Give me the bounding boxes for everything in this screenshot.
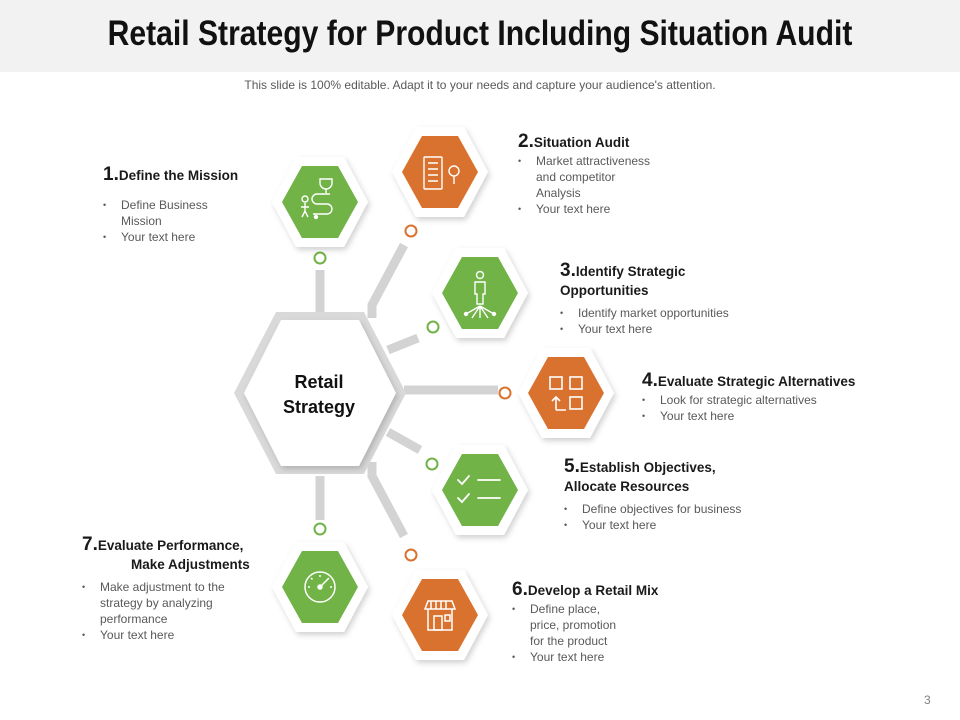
step6-number: 6. (512, 579, 528, 600)
connector-dots (313, 224, 512, 562)
connector-dot (498, 386, 512, 400)
connector-dot (313, 522, 327, 536)
page-number: 3 (924, 693, 931, 707)
bullet-item: Your text here (642, 408, 892, 424)
step6-hexagon (392, 570, 488, 660)
bullet-item: Your text here (564, 517, 774, 533)
step5-title: 5.Establish Objectives, Allocate Resource… (564, 457, 774, 496)
step6-text-block: 6.Develop a Retail Mix Define place,pric… (512, 580, 712, 665)
step7-title-line2: Make Adjustments (131, 557, 250, 572)
step3-title-line1: Identify Strategic (575, 264, 686, 279)
bullet-item: Your text here (518, 201, 688, 217)
step3-title-line2: Opportunities (560, 283, 649, 298)
connector-dot (404, 224, 418, 238)
audit-document-icon (423, 156, 460, 190)
step4-text-block: 4.Evaluate Strategic Alternatives Look f… (642, 371, 892, 424)
connector-dot (425, 457, 439, 471)
slide-title: Retail Strategy for Product Including Si… (107, 14, 853, 53)
step7-title: 7.Evaluate Performance, Make Adjustments (82, 535, 272, 574)
step1-title-text: Define the Mission (118, 168, 239, 183)
step2-text-block: 2.Situation Audit Market attractivenessa… (518, 132, 688, 217)
bullet-item: Define objectives for business (564, 501, 774, 517)
trophy-path-icon (301, 178, 333, 220)
connector-dot (426, 320, 440, 334)
storefront-icon (423, 600, 457, 631)
center-label: Retail Strategy (268, 370, 370, 420)
step1-title: 1.Define the Mission (103, 165, 268, 185)
step5-title-line1: Establish Objectives, (579, 460, 716, 475)
center-label-line2: Strategy (282, 397, 356, 417)
step4-title: 4.Evaluate Strategic Alternatives (642, 371, 892, 391)
step1-text-block: 1.Define the Mission Define BusinessMiss… (103, 165, 268, 245)
step2-number: 2. (518, 131, 534, 152)
bullet-item: Your text here (82, 627, 272, 643)
step7-text-block: 7.Evaluate Performance,Make Adjustments … (82, 535, 272, 643)
step6-title-text: Develop a Retail Mix (527, 583, 659, 598)
step7-title-line1: Evaluate Performance, (97, 538, 244, 553)
connector-dot (404, 548, 418, 562)
step2-title-text: Situation Audit (533, 135, 630, 150)
step4-title-text: Evaluate Strategic Alternatives (657, 374, 856, 389)
slide-subtitle: This slide is 100% editable. Adapt it to… (244, 78, 716, 92)
step5-number: 5. (564, 456, 580, 477)
step1-hexagon (272, 157, 368, 247)
checklist-icon (457, 475, 501, 504)
step4-number: 4. (642, 370, 658, 391)
connector-dot (313, 251, 327, 265)
bullet-item: Identify market opportunities (560, 305, 760, 321)
step2-hexagon (392, 127, 488, 217)
bullet-item: Look for strategic alternatives (642, 392, 892, 408)
step5-text-block: 5.Establish Objectives, Allocate Resource… (564, 457, 774, 533)
person-opportunities-icon (463, 270, 497, 319)
title-bar (0, 0, 960, 72)
center-label-line1: Retail (294, 372, 344, 392)
bullet-item: Your text here (512, 649, 712, 665)
step5-title-line2: Allocate Resources (564, 479, 690, 494)
step7-hexagon (272, 542, 368, 632)
step7-number: 7. (82, 534, 98, 555)
gauge-icon (304, 571, 336, 603)
step5-bullets: Define objectives for business Your text… (564, 501, 774, 533)
alternatives-icon (549, 376, 583, 411)
step4-bullets: Look for strategic alternatives Your tex… (642, 392, 892, 424)
step3-bullets: Identify market opportunities Your text … (560, 305, 760, 337)
connector-lines (315, 242, 498, 539)
center-hexagon (234, 312, 406, 474)
step4-hexagon (518, 348, 614, 438)
step6-title: 6.Develop a Retail Mix (512, 580, 712, 600)
bullet-item: Your text here (560, 321, 760, 337)
step3-hexagon (432, 248, 528, 338)
step5-hexagon (432, 445, 528, 535)
step3-number: 3. (560, 260, 576, 281)
step1-number: 1. (103, 164, 119, 185)
bullet-item: Your text here (103, 229, 268, 245)
step2-title: 2.Situation Audit (518, 132, 688, 152)
